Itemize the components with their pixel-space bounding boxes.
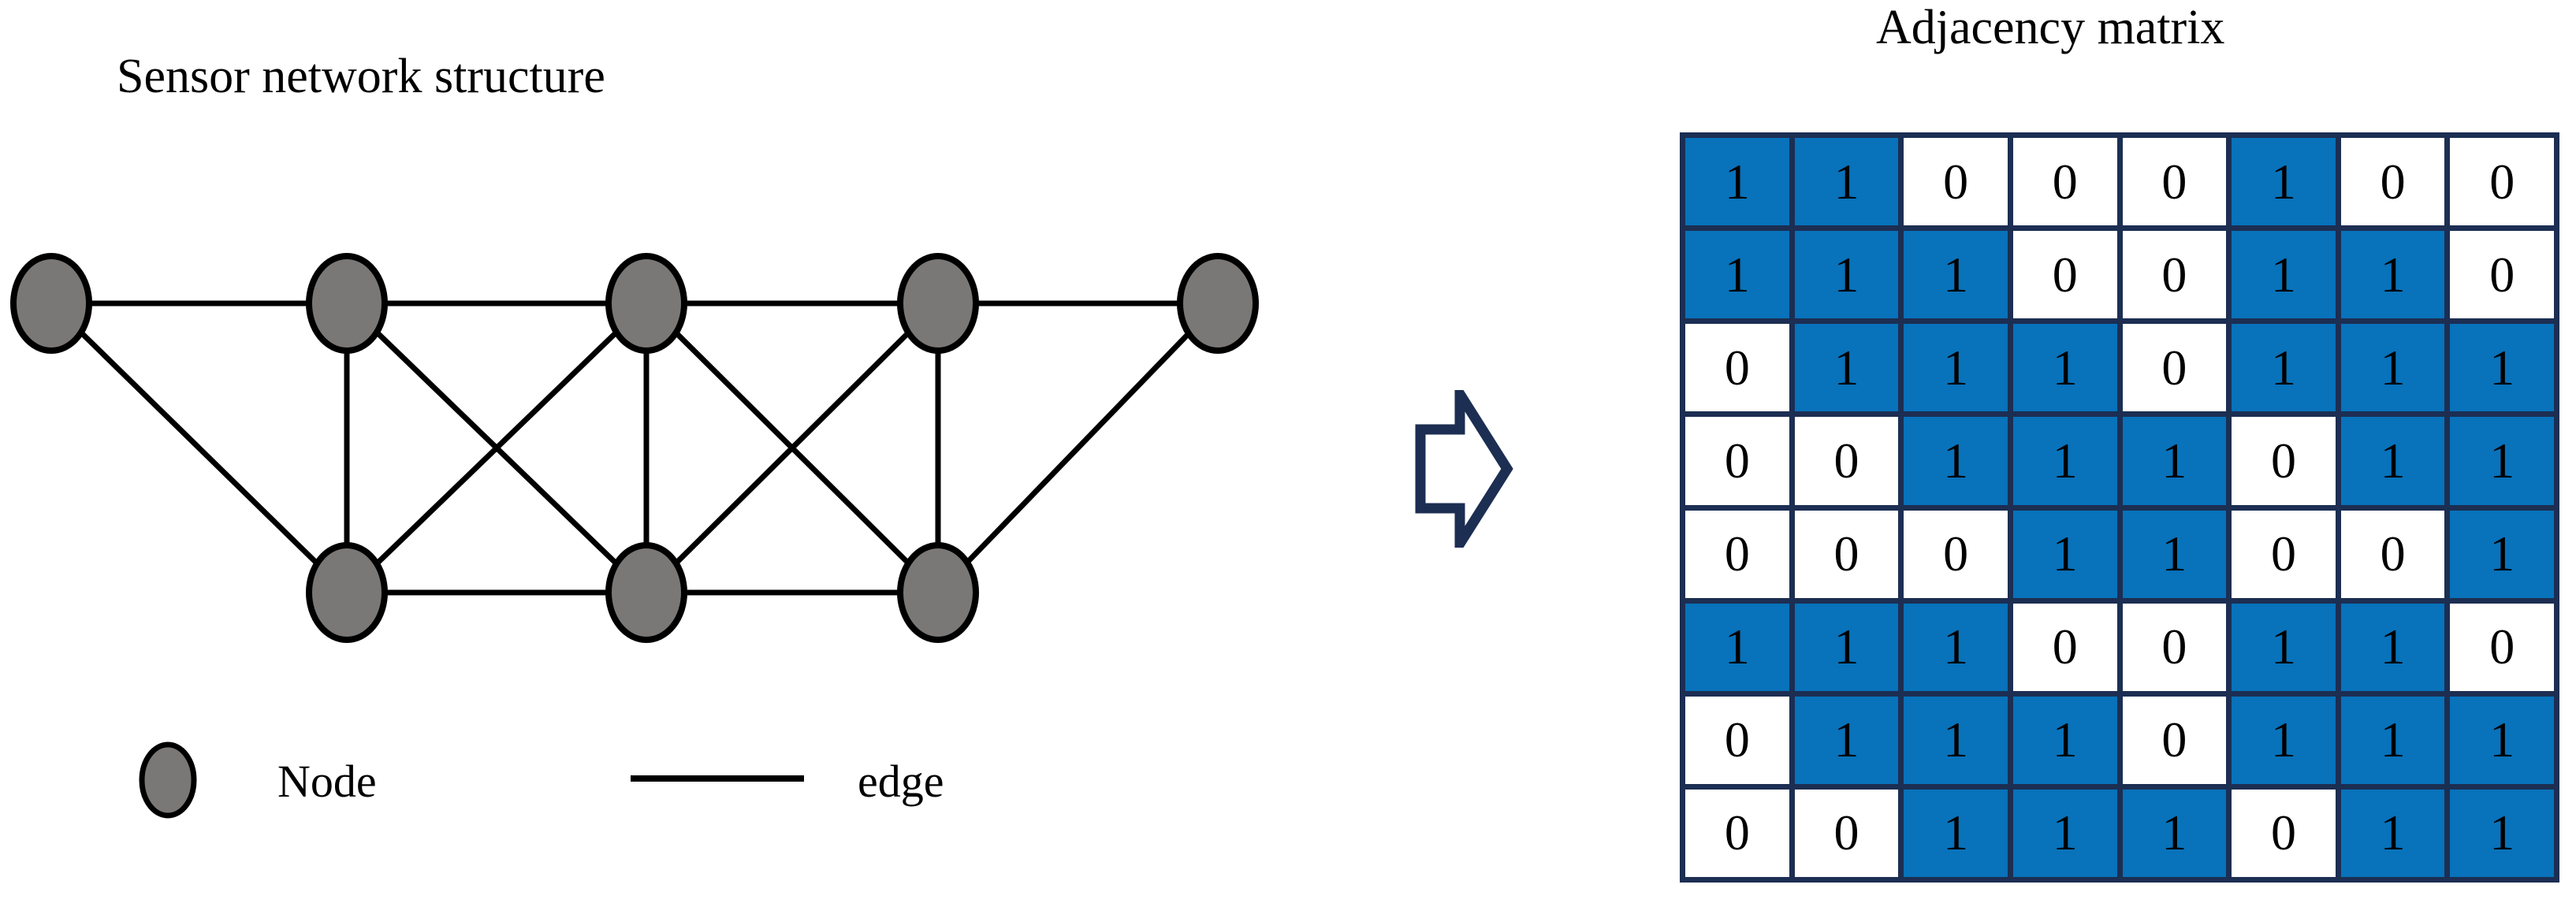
graph-node[interactable] — [306, 253, 388, 354]
matrix-cell: 1 — [2012, 789, 2117, 877]
matrix-cell: 1 — [2232, 138, 2336, 226]
matrix-cell: 0 — [1685, 789, 1789, 877]
matrix-cell: 1 — [1904, 603, 2008, 691]
graph-node[interactable] — [605, 253, 687, 354]
matrix-cell: 1 — [2450, 417, 2554, 505]
matrix-cell: 1 — [2122, 417, 2227, 505]
matrix-cell: 0 — [2122, 138, 2227, 226]
matrix-cell: 1 — [2122, 510, 2227, 598]
matrix-cell: 1 — [1794, 231, 1899, 319]
matrix-cell: 1 — [2232, 603, 2336, 691]
graph-node[interactable] — [1177, 253, 1259, 354]
matrix-cell: 0 — [2232, 417, 2336, 505]
matrix-cell: 1 — [2232, 324, 2336, 412]
graph-title: Sensor network structure — [117, 50, 605, 103]
matrix-cell: 1 — [2340, 603, 2445, 691]
matrix-cell: 0 — [2232, 510, 2336, 598]
matrix-cell: 1 — [1794, 696, 1899, 784]
graph-node[interactable] — [605, 542, 687, 643]
graph-edge — [936, 301, 1220, 595]
matrix-cell: 1 — [2340, 231, 2445, 319]
transform-arrow — [1411, 376, 1561, 562]
matrix-cell: 0 — [1904, 510, 2008, 598]
legend: Node edge — [0, 733, 1182, 859]
matrix-cell: 0 — [2122, 603, 2227, 691]
matrix-cell: 1 — [2012, 510, 2117, 598]
matrix-cell: 1 — [1904, 324, 2008, 412]
matrix-cell: 1 — [1794, 138, 1899, 226]
graph-node[interactable] — [897, 542, 979, 643]
matrix-cell: 1 — [1794, 324, 1899, 412]
matrix-cell: 1 — [2232, 696, 2336, 784]
matrix-cell: 0 — [2012, 138, 2117, 226]
right-arrow-icon — [1415, 376, 1513, 562]
matrix-cell: 0 — [2450, 603, 2554, 691]
matrix-cell: 1 — [2450, 789, 2554, 877]
matrix-cell: 0 — [2450, 138, 2554, 226]
matrix-cell: 0 — [2012, 231, 2117, 319]
sensor-network-graph — [0, 221, 1324, 662]
matrix-cell: 0 — [2012, 603, 2117, 691]
arrow-polygon — [1415, 376, 1513, 562]
matrix-cell: 1 — [2340, 696, 2445, 784]
matrix-cell: 0 — [1685, 417, 1789, 505]
matrix-cell: 1 — [2012, 417, 2117, 505]
matrix-cell: 0 — [1794, 789, 1899, 877]
matrix-cell: 1 — [2122, 789, 2227, 877]
matrix-cell: 0 — [2122, 696, 2227, 784]
matrix-title: Adjacency matrix — [1876, 1, 2225, 54]
matrix-cell: 0 — [1685, 324, 1789, 412]
matrix-cell: 0 — [2122, 231, 2227, 319]
matrix-cell: 1 — [2450, 324, 2554, 412]
matrix-cell: 1 — [2232, 231, 2336, 319]
matrix-cell: 1 — [1685, 138, 1789, 226]
legend-node-label: Node — [277, 756, 377, 807]
node-layer — [10, 253, 1259, 643]
matrix-cell: 1 — [2340, 324, 2445, 412]
matrix-cell: 0 — [2450, 231, 2554, 319]
matrix-cell: 0 — [1794, 510, 1899, 598]
matrix-cell: 0 — [1904, 138, 2008, 226]
matrix-cell: 1 — [1685, 603, 1789, 691]
matrix-cell: 0 — [1685, 510, 1789, 598]
matrix-cell: 0 — [2122, 324, 2227, 412]
matrix-cell: 1 — [1904, 696, 2008, 784]
matrix-cell: 1 — [2012, 324, 2117, 412]
matrix-cell: 0 — [2340, 138, 2445, 226]
legend-node-swatch-icon — [139, 741, 197, 819]
matrix-cell: 1 — [1904, 231, 2008, 319]
matrix-cell: 1 — [1904, 417, 2008, 505]
matrix-cell: 0 — [2340, 510, 2445, 598]
matrix-cell: 1 — [2450, 510, 2554, 598]
graph-edge — [49, 301, 349, 595]
matrix-cell: 1 — [1685, 231, 1789, 319]
matrix-cell: 0 — [2232, 789, 2336, 877]
matrix-cell: 0 — [1794, 417, 1899, 505]
graph-edge — [644, 301, 940, 595]
matrix-cell: 1 — [1904, 789, 2008, 877]
graph-node[interactable] — [897, 253, 979, 354]
network-graph-svg — [10, 253, 1259, 643]
matrix-cell: 1 — [2012, 696, 2117, 784]
matrix-cell: 0 — [1685, 696, 1789, 784]
matrix-cell: 1 — [2340, 789, 2445, 877]
graph-node[interactable] — [10, 253, 92, 354]
graph-edge — [344, 301, 649, 595]
matrix-cell: 1 — [2450, 696, 2554, 784]
legend-edge-label: edge — [858, 756, 944, 807]
graph-node[interactable] — [306, 542, 388, 643]
matrix-cell: 1 — [1794, 603, 1899, 691]
legend-svg — [139, 741, 804, 819]
matrix-cell: 1 — [2340, 417, 2445, 505]
